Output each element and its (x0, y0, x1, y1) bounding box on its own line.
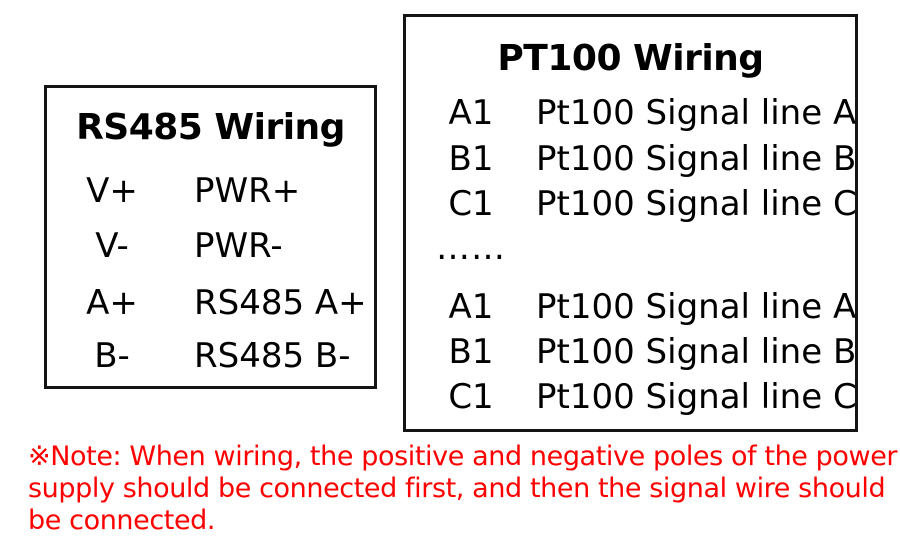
rs485-wiring-box: RS485 Wiring V+ PWR+ V- PWR- A+ RS485 A+… (44, 85, 377, 389)
pin-description: Pt100 Signal line C (536, 184, 857, 224)
rs485-row-vminus: V- PWR- (47, 225, 374, 267)
pt100-row-a1-top: A1 Pt100 Signal line A (406, 92, 857, 134)
pin-description: Pt100 Signal line C (536, 377, 857, 417)
pin-label: V- (95, 226, 129, 266)
pin-label: A+ (86, 283, 138, 323)
pin-label: A1 (448, 287, 494, 327)
ellipsis-text: …… (436, 228, 506, 268)
pt100-ellipsis-row: …… (406, 227, 855, 269)
pt100-box-title: PT100 Wiring (497, 38, 764, 79)
pin-description: Pt100 Signal line B (536, 332, 857, 372)
pin-description: Pt100 Signal line A (536, 93, 857, 133)
wiring-note: ※Note: When wiring, the positive and neg… (28, 441, 898, 537)
wiring-note-line-1: ※Note: When wiring, the positive and neg… (28, 441, 898, 472)
pt100-row-c1-bottom: C1 Pt100 Signal line C (406, 376, 857, 418)
wiring-note-line-2: supply should be connected first, and th… (28, 473, 886, 504)
pin-description: Pt100 Signal line A (536, 287, 857, 327)
pt100-row-a1-bottom: A1 Pt100 Signal line A (406, 286, 857, 328)
rs485-row-aplus: A+ RS485 A+ (47, 282, 374, 324)
rs485-row-vplus: V+ PWR+ (47, 170, 374, 212)
pt100-row-b1-top: B1 Pt100 Signal line B (406, 138, 857, 180)
pin-label: B1 (448, 139, 494, 179)
pin-label: V+ (86, 171, 138, 211)
pt100-wiring-box: PT100 Wiring A1 Pt100 Signal line A B1 P… (403, 14, 858, 432)
pin-label: B- (94, 336, 130, 376)
pin-label: A1 (448, 93, 494, 133)
rs485-row-bminus: B- RS485 B- (47, 335, 374, 377)
pt100-row-b1-bottom: B1 Pt100 Signal line B (406, 331, 857, 373)
pin-label: C1 (448, 184, 494, 224)
pin-description: PWR- (194, 226, 283, 266)
pt100-row-c1-top: C1 Pt100 Signal line C (406, 183, 857, 225)
pin-description: PWR+ (194, 171, 301, 211)
pin-description: RS485 B- (194, 336, 351, 376)
rs485-box-title: RS485 Wiring (76, 107, 345, 148)
wiring-note-line-3: be connected. (28, 505, 216, 536)
pin-description: RS485 A+ (194, 283, 367, 323)
pin-description: Pt100 Signal line B (536, 139, 857, 179)
pin-label: B1 (448, 332, 494, 372)
pin-label: C1 (448, 377, 494, 417)
